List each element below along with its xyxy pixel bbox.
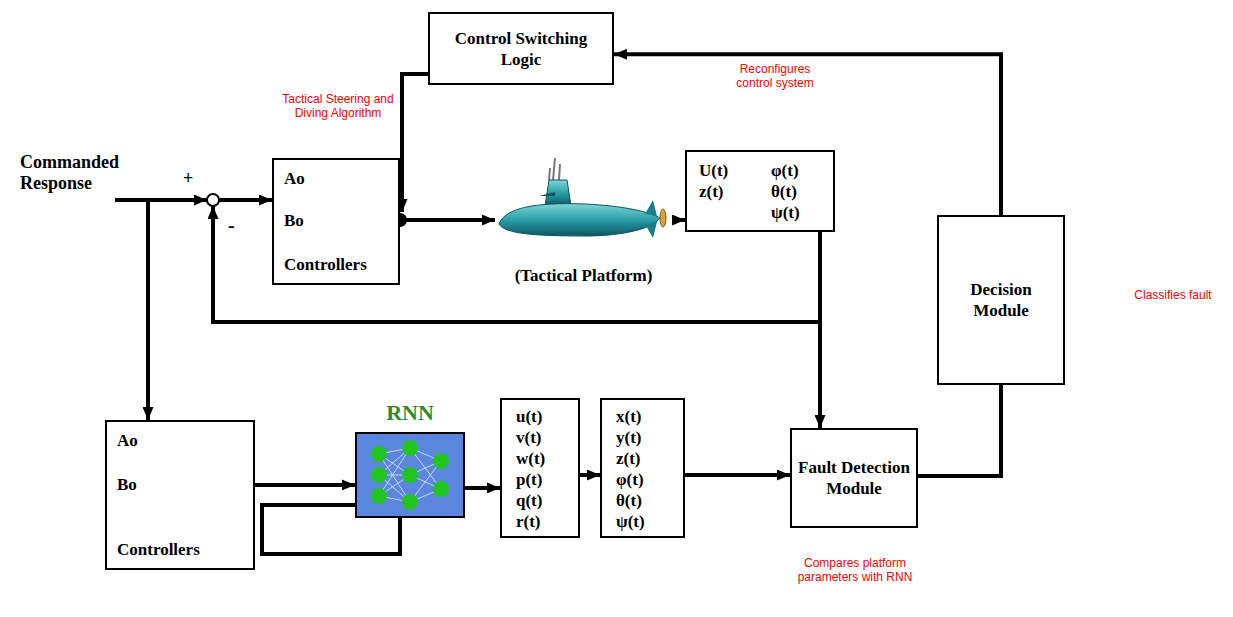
- box-text: Fault Detection Module: [798, 457, 910, 499]
- controller-box: AoBoControllers: [272, 158, 400, 285]
- box-text: x(t) y(t) z(t) φ(t) θ(t) ψ(t): [616, 406, 668, 532]
- branch-wire: [146, 200, 150, 420]
- platform-figure: (Tactical Platform): [495, 150, 672, 290]
- box-text: RNN: [337, 400, 483, 426]
- signal-arrow: [400, 218, 495, 222]
- signal-arrow: [818, 232, 822, 428]
- annotation: Reconfigures control system: [720, 62, 830, 90]
- command-wire: [115, 198, 207, 202]
- box-text: U(t) z(t): [699, 160, 745, 202]
- net-neuron: [433, 481, 449, 497]
- neural-net-icon: [357, 434, 463, 516]
- signal-arrow: [255, 483, 355, 487]
- box-text: Decision Module: [945, 279, 1057, 321]
- propeller: [660, 209, 666, 227]
- signal-arrow: [465, 486, 500, 490]
- controller-box: AoBoControllers: [105, 420, 255, 570]
- box-text: Ao: [117, 430, 138, 451]
- sign-label: +: [183, 168, 193, 189]
- tail-fin: [645, 200, 657, 238]
- box-text: Ao: [284, 168, 305, 189]
- error-wire: [219, 198, 272, 202]
- detection-box: Fault Detection Module: [790, 428, 918, 528]
- box-text: Bo: [117, 474, 137, 495]
- box-text: u(t) v(t) w(t) p(t) q(t) r(t): [516, 406, 568, 532]
- mast: [549, 158, 560, 180]
- box-text: Control Switching Logic: [436, 28, 606, 70]
- signal-arrow: [402, 74, 428, 212]
- decision-box: Decision Module: [937, 215, 1065, 385]
- summing-junction: [207, 194, 219, 206]
- net-neuron: [402, 440, 418, 456]
- box-text: Bo: [284, 210, 304, 231]
- box-text: (Tactical Platform): [495, 265, 672, 286]
- sail: [545, 180, 571, 206]
- signal-arrow: [580, 473, 600, 477]
- rnn-box: RNN: [355, 432, 465, 518]
- input-label: Commanded Response: [20, 152, 130, 194]
- annotation: Classifies fault: [1118, 288, 1228, 302]
- box-text: φ(t) θ(t) ψ(t): [771, 160, 817, 223]
- submarine-illustration: [495, 150, 672, 260]
- net-ground: [357, 434, 463, 516]
- signal-arrow: [685, 473, 790, 477]
- net-neuron: [402, 494, 418, 510]
- annotation: Compares platform parameters with RNN: [790, 556, 920, 584]
- net-neuron: [433, 453, 449, 469]
- annotation: Tactical Steering and Diving Algorithm: [282, 92, 394, 120]
- sail-plane: [539, 192, 555, 196]
- logic-box: Control Switching Logic: [428, 12, 614, 85]
- signal-arrow: [918, 385, 1001, 476]
- sign-label: -: [228, 214, 235, 237]
- box-text: Controllers: [117, 539, 200, 560]
- net-neuron: [371, 488, 387, 504]
- signal-arrow: [672, 218, 685, 222]
- position-box: x(t) y(t) z(t) φ(t) θ(t) ψ(t): [600, 398, 685, 538]
- net-neuron: [371, 446, 387, 462]
- net-neuron: [402, 467, 418, 483]
- hull: [499, 204, 660, 236]
- state-box: U(t) z(t) φ(t) θ(t) ψ(t): [685, 150, 835, 232]
- velocity-box: u(t) v(t) w(t) p(t) q(t) r(t): [500, 398, 580, 538]
- net-neuron: [371, 467, 387, 483]
- box-text: Controllers: [284, 254, 367, 275]
